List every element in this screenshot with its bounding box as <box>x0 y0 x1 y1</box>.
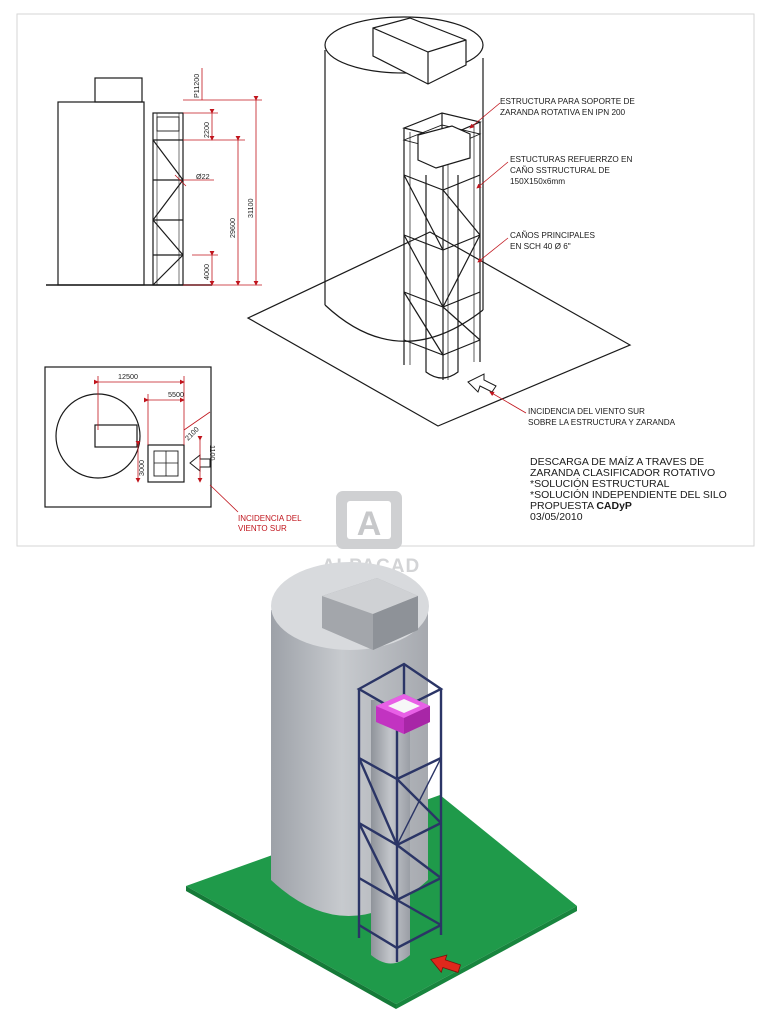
elevation-view <box>46 77 212 286</box>
rotary-screen <box>376 694 430 734</box>
dim-3000: 3000 <box>137 460 146 476</box>
callout-reinforcement-2: CAÑO SSTRUCTURAL DE <box>510 165 610 175</box>
title-date: 03/05/2010 <box>530 511 583 523</box>
title-line-2: ZARANDA CLASIFICADOR ROTATIVO <box>530 467 715 479</box>
title-block: DESCARGA DE MAÍZ A TRAVES DE ZARANDA CLA… <box>530 455 727 523</box>
wind-direction-arrow <box>430 954 462 974</box>
callout-reinforcement-1: ESTUCTURAS REFUERRZO EN <box>510 155 632 164</box>
iso-wind-arrow <box>467 373 497 393</box>
callout-wind-plan-1: INCIDENCIA DEL <box>238 514 302 523</box>
elevation-dimensions <box>174 68 262 286</box>
title-line-1: DESCARGA DE MAÍZ A TRAVES DE <box>530 455 704 468</box>
dim-4000: 4000 <box>202 264 211 280</box>
title-line-4: *SOLUCIÓN INDEPENDIENTE DEL SILO <box>530 488 727 501</box>
callout-support-2: ZARANDA ROTATIVA EN IPN 200 <box>500 108 626 117</box>
dim-1100: 1100 <box>208 445 217 460</box>
callout-wind-plan-2: VIENTO SUR <box>238 524 287 533</box>
title-proposal: PROPUESTA CADyP <box>530 500 632 512</box>
callout-support-1: ESTRUCTURA PARA SOPORTE DE <box>500 97 635 106</box>
dim-2200: 2200 <box>202 122 211 138</box>
proposal-brand: CADyP <box>596 500 632 512</box>
callout-leaders <box>469 102 527 414</box>
callout-main-pipes-2: EN SCH 40 Ø 6" <box>510 242 571 251</box>
callout-main-pipes-1: CAÑOS PRINCIPALES <box>510 230 595 240</box>
callout-wind-iso-1: INCIDENCIA DEL VIENTO SUR <box>528 407 645 416</box>
dim-31100: 31100 <box>246 199 255 218</box>
plan-dimensions <box>94 376 239 513</box>
proposal-prefix: PROPUESTA <box>530 500 596 512</box>
dim-12500: 12500 <box>118 372 138 381</box>
title-line-3: *SOLUCIÓN ESTRUCTURAL <box>530 477 670 490</box>
dim-p11200: P11200 <box>192 74 201 98</box>
iso-line-drawing <box>246 16 632 427</box>
dim-phi22: Ø22 <box>196 172 210 181</box>
dim-5500: 5500 <box>168 390 184 399</box>
callout-reinforcement-3: 150X150x6mm <box>510 177 565 186</box>
dim-29600: 29600 <box>228 218 237 238</box>
logo-letter: A <box>357 505 382 543</box>
callout-wind-iso-2: SOBRE LA ESTRUCTURA Y ZARANDA <box>528 418 676 427</box>
render-3d <box>186 562 577 1009</box>
